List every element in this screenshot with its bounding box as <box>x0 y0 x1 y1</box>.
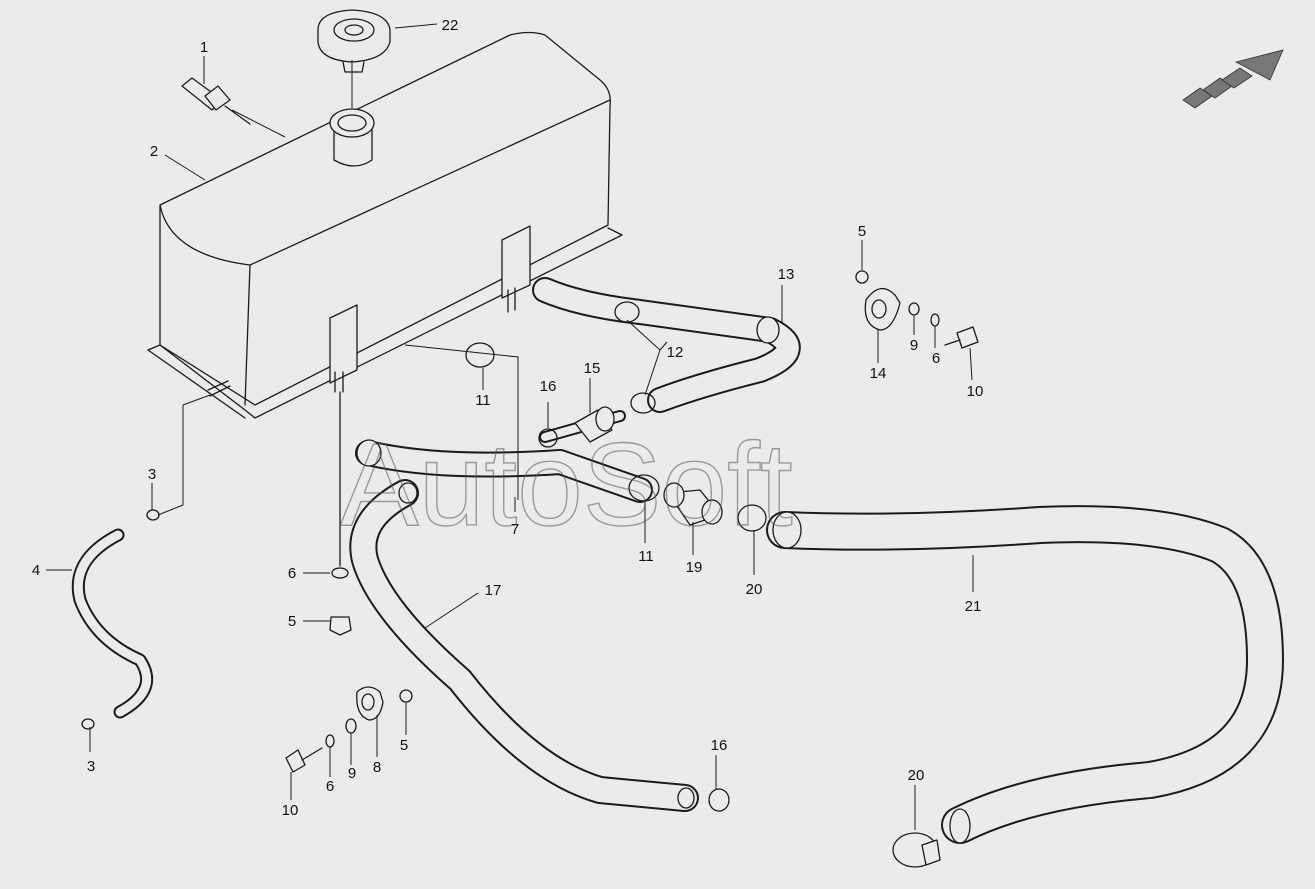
callout-16-upper: 16 <box>540 378 557 395</box>
expansion-tank <box>147 31 623 419</box>
callout-9-bracket: 9 <box>910 337 918 354</box>
callout-21: 21 <box>965 598 982 615</box>
callout-6-tank: 6 <box>288 565 296 582</box>
callout-20-lower: 20 <box>908 767 925 784</box>
radiator-cap <box>317 9 391 73</box>
callout-11-lower: 11 <box>638 548 654 565</box>
callout-labels: 1 2 22 3 4 3 6 5 11 16 15 12 13 7 11 19 … <box>32 17 984 819</box>
fittings <box>285 270 979 868</box>
forward-direction-arrow-icon <box>1182 49 1284 109</box>
callout-19: 19 <box>686 559 703 576</box>
callout-4: 4 <box>32 562 40 579</box>
callout-13: 13 <box>778 266 795 283</box>
callout-10-bracket: 10 <box>967 383 984 400</box>
callout-9-lower: 9 <box>348 765 356 782</box>
callout-8: 8 <box>373 759 381 776</box>
callout-10-lower: 10 <box>282 802 299 819</box>
callout-2: 2 <box>150 143 158 160</box>
callout-20-upper: 20 <box>746 581 763 598</box>
callout-7: 7 <box>511 521 519 538</box>
return-hose <box>766 505 1284 844</box>
callout-12: 12 <box>667 344 684 361</box>
level-sensor <box>181 77 251 125</box>
callout-5-lower: 5 <box>400 737 408 754</box>
callout-1: 1 <box>200 39 208 56</box>
watermark-text: AutoSoft <box>340 419 793 551</box>
callout-6-bracket: 6 <box>932 350 940 367</box>
callout-16-lower: 16 <box>711 737 728 754</box>
callout-5-tank: 5 <box>288 613 296 630</box>
callout-22: 22 <box>442 17 459 34</box>
callout-3-lower: 3 <box>87 758 95 775</box>
leader-lines <box>46 23 974 830</box>
overflow-hose <box>71 509 160 730</box>
long-hose <box>349 479 699 812</box>
callout-11-upper: 11 <box>475 392 491 409</box>
callout-3-upper: 3 <box>148 466 156 483</box>
callout-6-lower: 6 <box>326 778 334 795</box>
callout-14: 14 <box>870 365 887 382</box>
upper-hose <box>532 277 801 413</box>
callout-15: 15 <box>584 360 601 377</box>
callout-17: 17 <box>485 582 502 599</box>
callout-5-bracket: 5 <box>858 223 866 240</box>
